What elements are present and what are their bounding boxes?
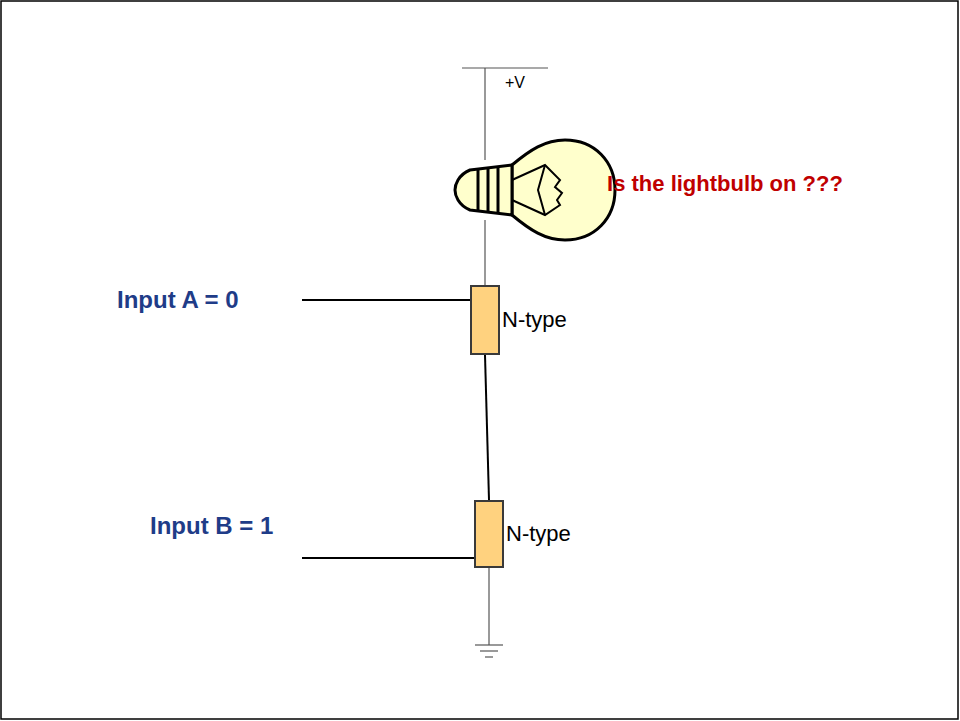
ground-symbol bbox=[475, 645, 503, 657]
wire bbox=[484, 220, 485, 285]
transistor-symbol: N-type bbox=[470, 285, 500, 355]
supply-label: +V bbox=[505, 74, 525, 92]
transistor-type: N-type bbox=[502, 307, 567, 333]
transistor-type: N-type bbox=[506, 521, 571, 547]
lightbulb bbox=[455, 140, 615, 240]
input-wire bbox=[302, 557, 474, 559]
input-label: Input B = 1 bbox=[150, 512, 273, 540]
transistor-symbol: N-type bbox=[474, 500, 504, 568]
question-note: Is the lightbulb on ??? bbox=[605, 170, 845, 199]
input-label: Input A = 0 bbox=[117, 286, 239, 314]
input-wire bbox=[302, 299, 470, 301]
wire bbox=[488, 568, 489, 645]
supply-rail bbox=[462, 67, 548, 68]
wire bbox=[484, 68, 485, 160]
series-wire bbox=[485, 355, 489, 500]
